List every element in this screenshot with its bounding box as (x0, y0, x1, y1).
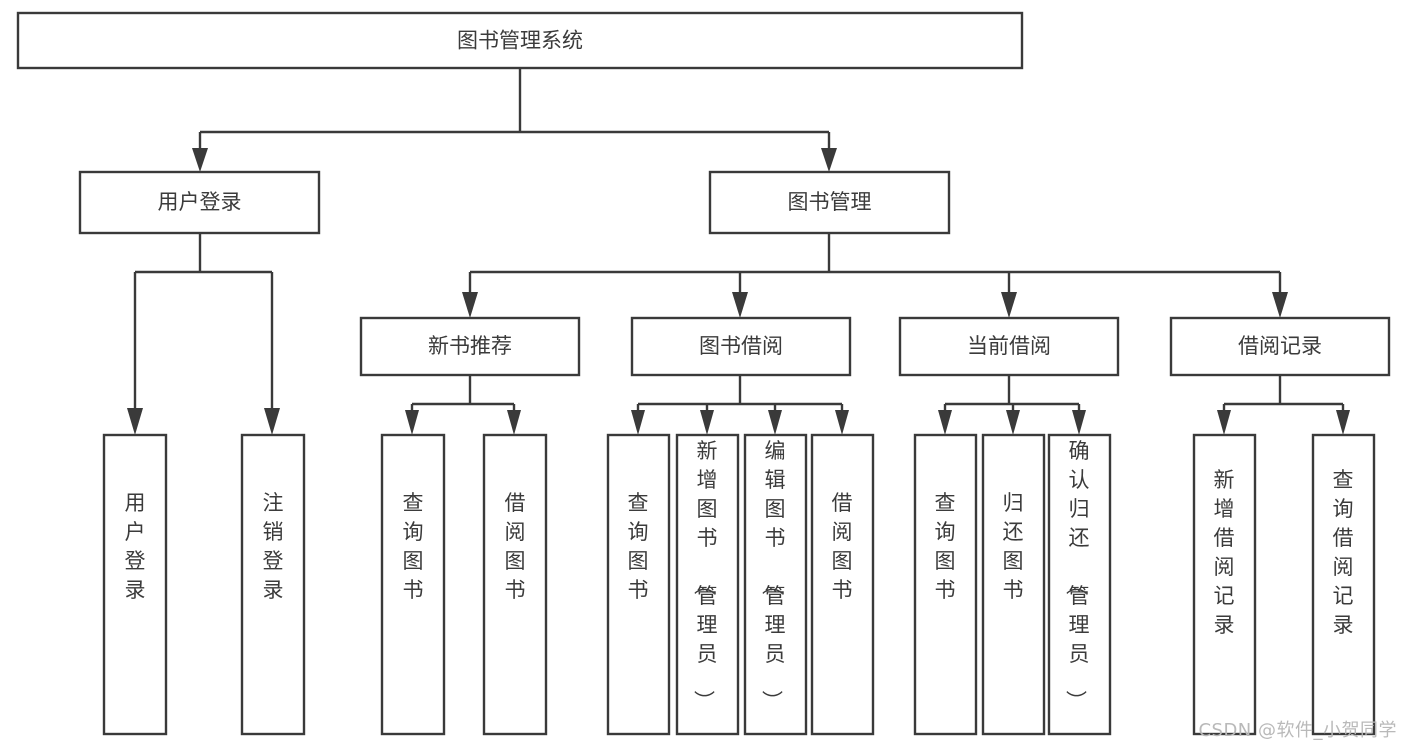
connector-group-book-borrow-to-leaves (631, 375, 849, 435)
arrowhead-br-leaf-1 (1217, 410, 1231, 435)
leaf-logout-box[interactable] (240, 433, 306, 736)
leaf-node-user-login[interactable]: 用户登录 (102, 433, 168, 736)
leaf-cb-query-book-label: 查询图书 (935, 491, 956, 602)
leaf-node-bb-borrow-book[interactable]: 借阅图书 (810, 433, 875, 736)
leaf-bb-add-book-label: 新增图书（管理员） (692, 439, 718, 711)
node-user-login-box[interactable] (78, 170, 321, 235)
leaf-logout-label: 注销登录 (263, 491, 284, 602)
node-borrow-record[interactable]: 借阅记录 (1169, 316, 1391, 377)
leaf-node-cb-confirm-return[interactable]: 确认归还（管理员） (1047, 433, 1112, 736)
node-book-management-label: 图书管理 (788, 190, 872, 214)
node-book-management[interactable]: 图书管理 (708, 170, 951, 235)
node-new-book-recommend-label: 新书推荐 (428, 334, 512, 358)
node-root-label: 图书管理系统 (457, 29, 583, 53)
arrowhead-leaf-logout (264, 408, 280, 435)
leaf-node-nbr-borrow-book[interactable]: 借阅图书 (482, 433, 548, 736)
leaf-user-login-label: 用户登录 (125, 491, 146, 602)
arrowhead-bb-leaf-4 (835, 410, 849, 435)
leaf-br-query-record-label: 查询借阅记录 (1333, 468, 1354, 637)
node-root[interactable]: 图书管理系统 (16, 11, 1024, 70)
leaf-bb-borrow-book-box[interactable] (810, 433, 875, 736)
node-current-borrow-box[interactable] (898, 316, 1120, 377)
leaf-node-cb-return-book[interactable]: 归还图书 (981, 433, 1046, 736)
node-new-book-recommend[interactable]: 新书推荐 (359, 316, 581, 377)
connector-group-borrow-record-to-leaves (1217, 375, 1350, 435)
leaf-br-add-record-label: 新增借阅记录 (1214, 468, 1235, 637)
leaf-node-cb-query-book[interactable]: 查询图书 (913, 433, 978, 736)
leaf-bb-add-book-box[interactable] (675, 433, 740, 736)
leaf-node-nbr-query-book[interactable]: 查询图书 (380, 433, 446, 736)
arrowhead-br-leaf-2 (1336, 410, 1350, 435)
leaf-cb-confirm-return-label: 确认归还（管理员） (1064, 439, 1090, 711)
csdn-watermark: CSDN @软件_小贺同学 (1198, 720, 1397, 741)
connector-group-new-book-recommend-to-leaves (405, 375, 521, 435)
arrowhead-cb-leaf-1 (938, 410, 952, 435)
leaf-cb-return-book-label: 归还图书 (1003, 491, 1024, 602)
leaf-node-br-add-record[interactable]: 新增借阅记录 (1192, 433, 1257, 736)
arrowhead-nbr-leaf-2 (507, 410, 521, 435)
node-book-borrow-label: 图书借阅 (699, 334, 783, 358)
connector-group-current-borrow-to-leaves (938, 375, 1086, 435)
leaf-node-logout[interactable]: 注销登录 (240, 433, 306, 736)
arrowhead-leaf-user-login (127, 408, 143, 435)
arrowhead-book-borrow (732, 292, 748, 318)
leaf-cb-confirm-return-box[interactable] (1047, 433, 1112, 736)
leaf-nbr-query-book-label: 查询图书 (403, 491, 424, 602)
leaf-br-query-record-box[interactable] (1311, 433, 1376, 736)
leaf-cb-return-book-box[interactable] (981, 433, 1046, 736)
node-current-borrow-label: 当前借阅 (967, 334, 1051, 358)
leaf-nbr-borrow-book-label: 借阅图书 (505, 491, 526, 602)
leaf-node-br-query-record[interactable]: 查询借阅记录 (1311, 433, 1376, 736)
arrowhead-user-login (192, 148, 208, 172)
node-user-login-label: 用户登录 (158, 190, 242, 214)
connector-group-user-login-to-leaves (127, 233, 280, 435)
leaf-bb-edit-book-label: 编辑图书（管理员） (760, 439, 786, 711)
leaf-bb-borrow-book-label: 借阅图书 (832, 491, 853, 602)
leaf-node-bb-add-book[interactable]: 新增图书（管理员） (675, 433, 740, 736)
leaf-node-bb-edit-book[interactable]: 编辑图书（管理员） (743, 433, 808, 736)
node-book-management-box[interactable] (708, 170, 951, 235)
leaf-br-add-record-box[interactable] (1192, 433, 1257, 736)
node-new-book-recommend-box[interactable] (359, 316, 581, 377)
arrowhead-nbr-leaf-1 (405, 410, 419, 435)
arrowhead-bb-leaf-3 (768, 410, 782, 435)
arrowhead-cb-leaf-2 (1006, 410, 1020, 435)
leaf-nbr-borrow-book-box[interactable] (482, 433, 548, 736)
arrowhead-new-book-recommend (462, 292, 478, 318)
leaf-cb-query-book-box[interactable] (913, 433, 978, 736)
arrowhead-cb-leaf-3 (1072, 410, 1086, 435)
node-borrow-record-label: 借阅记录 (1238, 334, 1322, 358)
leaf-nbr-query-book-box[interactable] (380, 433, 446, 736)
arrowhead-bb-leaf-1 (631, 410, 645, 435)
arrowhead-current-borrow (1001, 292, 1017, 318)
leaf-node-bb-query-book[interactable]: 查询图书 (606, 433, 671, 736)
leaf-bb-edit-book-box[interactable] (743, 433, 808, 736)
arrowhead-book-manage (821, 148, 837, 172)
leaf-user-login-box[interactable] (102, 433, 168, 736)
arrowhead-bb-leaf-2 (700, 410, 714, 435)
leaf-bb-query-book-box[interactable] (606, 433, 671, 736)
leaf-bb-query-book-label: 查询图书 (628, 491, 649, 602)
connector-group-book-manage-to-level3 (462, 233, 1288, 318)
connector-group-root-to-level2 (192, 68, 837, 172)
node-user-login[interactable]: 用户登录 (78, 170, 321, 235)
node-book-borrow-box[interactable] (630, 316, 852, 377)
arrowhead-borrow-record (1272, 292, 1288, 318)
node-borrow-record-box[interactable] (1169, 316, 1391, 377)
node-root-box[interactable] (16, 11, 1024, 70)
node-current-borrow[interactable]: 当前借阅 (898, 316, 1120, 377)
node-book-borrow[interactable]: 图书借阅 (630, 316, 852, 377)
